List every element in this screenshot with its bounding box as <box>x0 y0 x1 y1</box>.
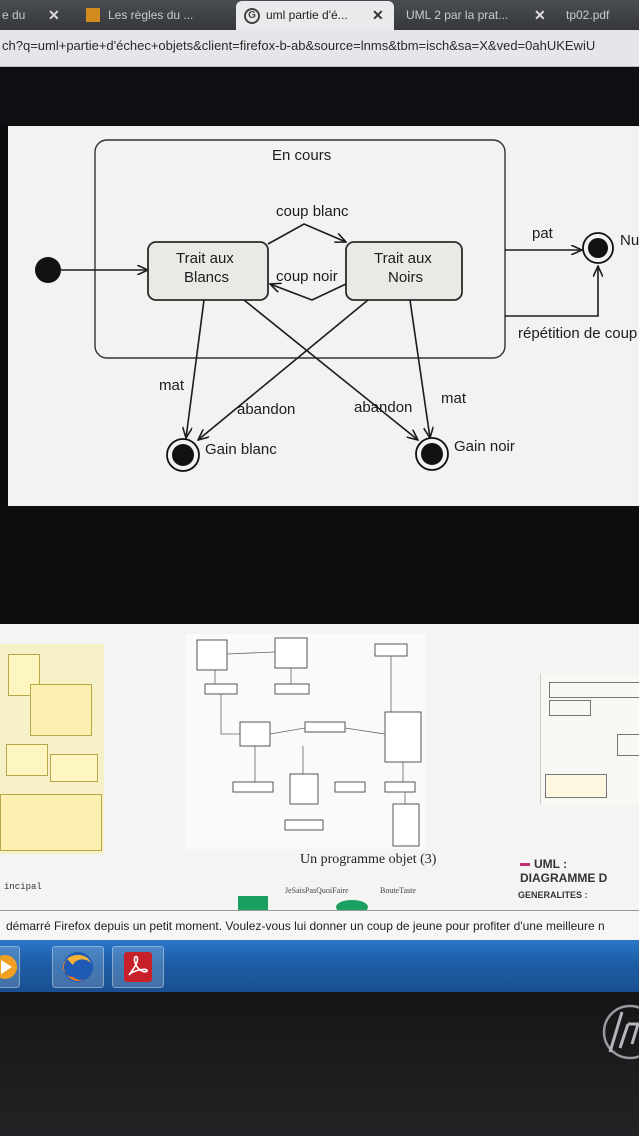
state-blancs-line2: Blancs <box>184 269 229 286</box>
hp-logo-icon <box>602 1004 639 1060</box>
label-abandon-left: abandon <box>237 401 295 418</box>
label-coup-blanc: coup blanc <box>276 203 349 220</box>
tab-e-du[interactable]: e du ✕ <box>0 2 70 28</box>
notification-text: démarré Firefox depuis un petit moment. … <box>6 919 605 933</box>
tab-label: uml partie d'é... <box>266 8 348 22</box>
address-bar[interactable]: ch?q=uml+partie+d'échec+objets&client=fi… <box>0 30 639 67</box>
label-gain-blanc: Gain blanc <box>205 441 277 458</box>
state-diagram-svg: En cours Trait aux Blancs Trait aux Noir… <box>35 139 639 472</box>
thumb-box <box>545 774 607 798</box>
result-thumbnail-1[interactable] <box>0 644 104 854</box>
label-mat-left: mat <box>159 377 185 394</box>
transition-repetition <box>505 266 598 317</box>
label-abandon-right: abandon <box>354 399 412 416</box>
final-state-gain-blanc-dot <box>172 444 194 466</box>
result-thumbnail-2[interactable] <box>185 634 425 849</box>
thumb-box <box>617 734 639 756</box>
caption-text: UML : DIAGRAMME D <box>520 857 608 885</box>
state-trait-aux-noirs <box>345 241 463 301</box>
browser-tab-bar: e du ✕ Les règles du ... G uml partie d'… <box>0 0 639 30</box>
image-results-strip: Un programme objet (3) UML : DIAGRAMME D… <box>0 624 639 914</box>
composite-state-box <box>94 139 506 359</box>
transition-mat-left <box>186 299 205 438</box>
acrobat-reader-icon <box>124 952 152 982</box>
media-player-icon <box>0 955 17 979</box>
page-dark-background <box>0 67 639 125</box>
thumb-text-generalites: GENERALITES : <box>518 890 588 900</box>
taskbar-firefox-button[interactable] <box>52 946 104 988</box>
state-trait-aux-blancs <box>147 241 269 301</box>
thumb-box <box>6 744 48 776</box>
taskbar-acrobat-button[interactable] <box>112 946 164 988</box>
monitor-bezel <box>0 992 639 1136</box>
thumb-class-diagram-svg <box>196 637 422 847</box>
close-icon[interactable]: ✕ <box>372 7 384 23</box>
thumb-text-principal: incipal <box>4 882 42 892</box>
firefox-icon <box>63 952 93 982</box>
label-gain-noir: Gain noir <box>454 438 515 455</box>
uml-state-diagram-image[interactable]: En cours Trait aux Blancs Trait aux Noir… <box>8 126 639 506</box>
page-dark-gap <box>0 506 639 624</box>
thumb-green-block <box>238 896 268 910</box>
label-nul: Nu <box>620 232 639 249</box>
transition-mat-right <box>409 299 430 438</box>
thumb-box <box>549 682 639 698</box>
final-state-gain-noir-dot <box>421 443 443 465</box>
tab-uml-partie[interactable]: G uml partie d'é... ✕ <box>236 1 394 30</box>
uml-marker-icon <box>520 863 530 867</box>
label-pat: pat <box>532 225 554 242</box>
site-favicon-icon <box>86 8 100 22</box>
firefox-refresh-notification-bar: démarré Firefox depuis un petit moment. … <box>0 910 639 941</box>
windows-taskbar <box>0 940 639 992</box>
thumb-box <box>30 684 92 736</box>
tab-label: tp02.pdf <box>566 8 610 22</box>
thumbnail-caption-uml-diagramme[interactable]: UML : DIAGRAMME D <box>520 857 639 885</box>
tab-label: UML 2 par la prat... <box>406 8 509 22</box>
taskbar-media-player-button[interactable] <box>0 946 20 988</box>
thumb-box <box>50 754 98 782</box>
final-state-nul-dot <box>588 238 608 258</box>
label-repetition: répétition de coup <box>518 325 637 342</box>
tab-regles-du[interactable]: Les règles du ... <box>78 2 238 28</box>
state-noirs-line1: Trait aux <box>374 250 432 267</box>
thumbnail-caption-programme-objet[interactable]: Un programme objet (3) <box>300 852 437 867</box>
composite-state-label: En cours <box>272 147 331 164</box>
thumb-text-small: JeSaisPasQuoiFaire <box>285 886 349 895</box>
state-blancs-line1: Trait aux <box>176 250 234 267</box>
google-icon: G <box>244 8 260 24</box>
transition-abandon-right <box>243 299 418 440</box>
transition-coup-blanc <box>267 223 346 245</box>
thumb-box <box>0 794 102 851</box>
transition-coup-noir <box>270 284 347 301</box>
tab-tp02-pdf[interactable]: tp02.pdf <box>562 2 639 28</box>
thumb-text-small: BouteTaste <box>380 886 416 895</box>
result-thumbnail-3[interactable] <box>540 674 639 804</box>
label-coup-noir: coup noir <box>276 268 338 285</box>
label-mat-right: mat <box>441 390 467 407</box>
close-icon[interactable]: ✕ <box>534 7 546 23</box>
thumb-box <box>549 700 591 716</box>
url-text[interactable]: ch?q=uml+partie+d'échec+objets&client=fi… <box>2 38 596 53</box>
close-icon[interactable]: ✕ <box>48 7 60 23</box>
tab-label: Les règles du ... <box>108 8 194 22</box>
tab-uml2-pratique[interactable]: UML 2 par la prat... ✕ <box>400 2 555 28</box>
transition-abandon-left <box>198 299 369 440</box>
initial-state-icon <box>35 257 61 283</box>
tab-label: e du <box>2 8 26 22</box>
state-noirs-line2: Noirs <box>388 269 423 286</box>
